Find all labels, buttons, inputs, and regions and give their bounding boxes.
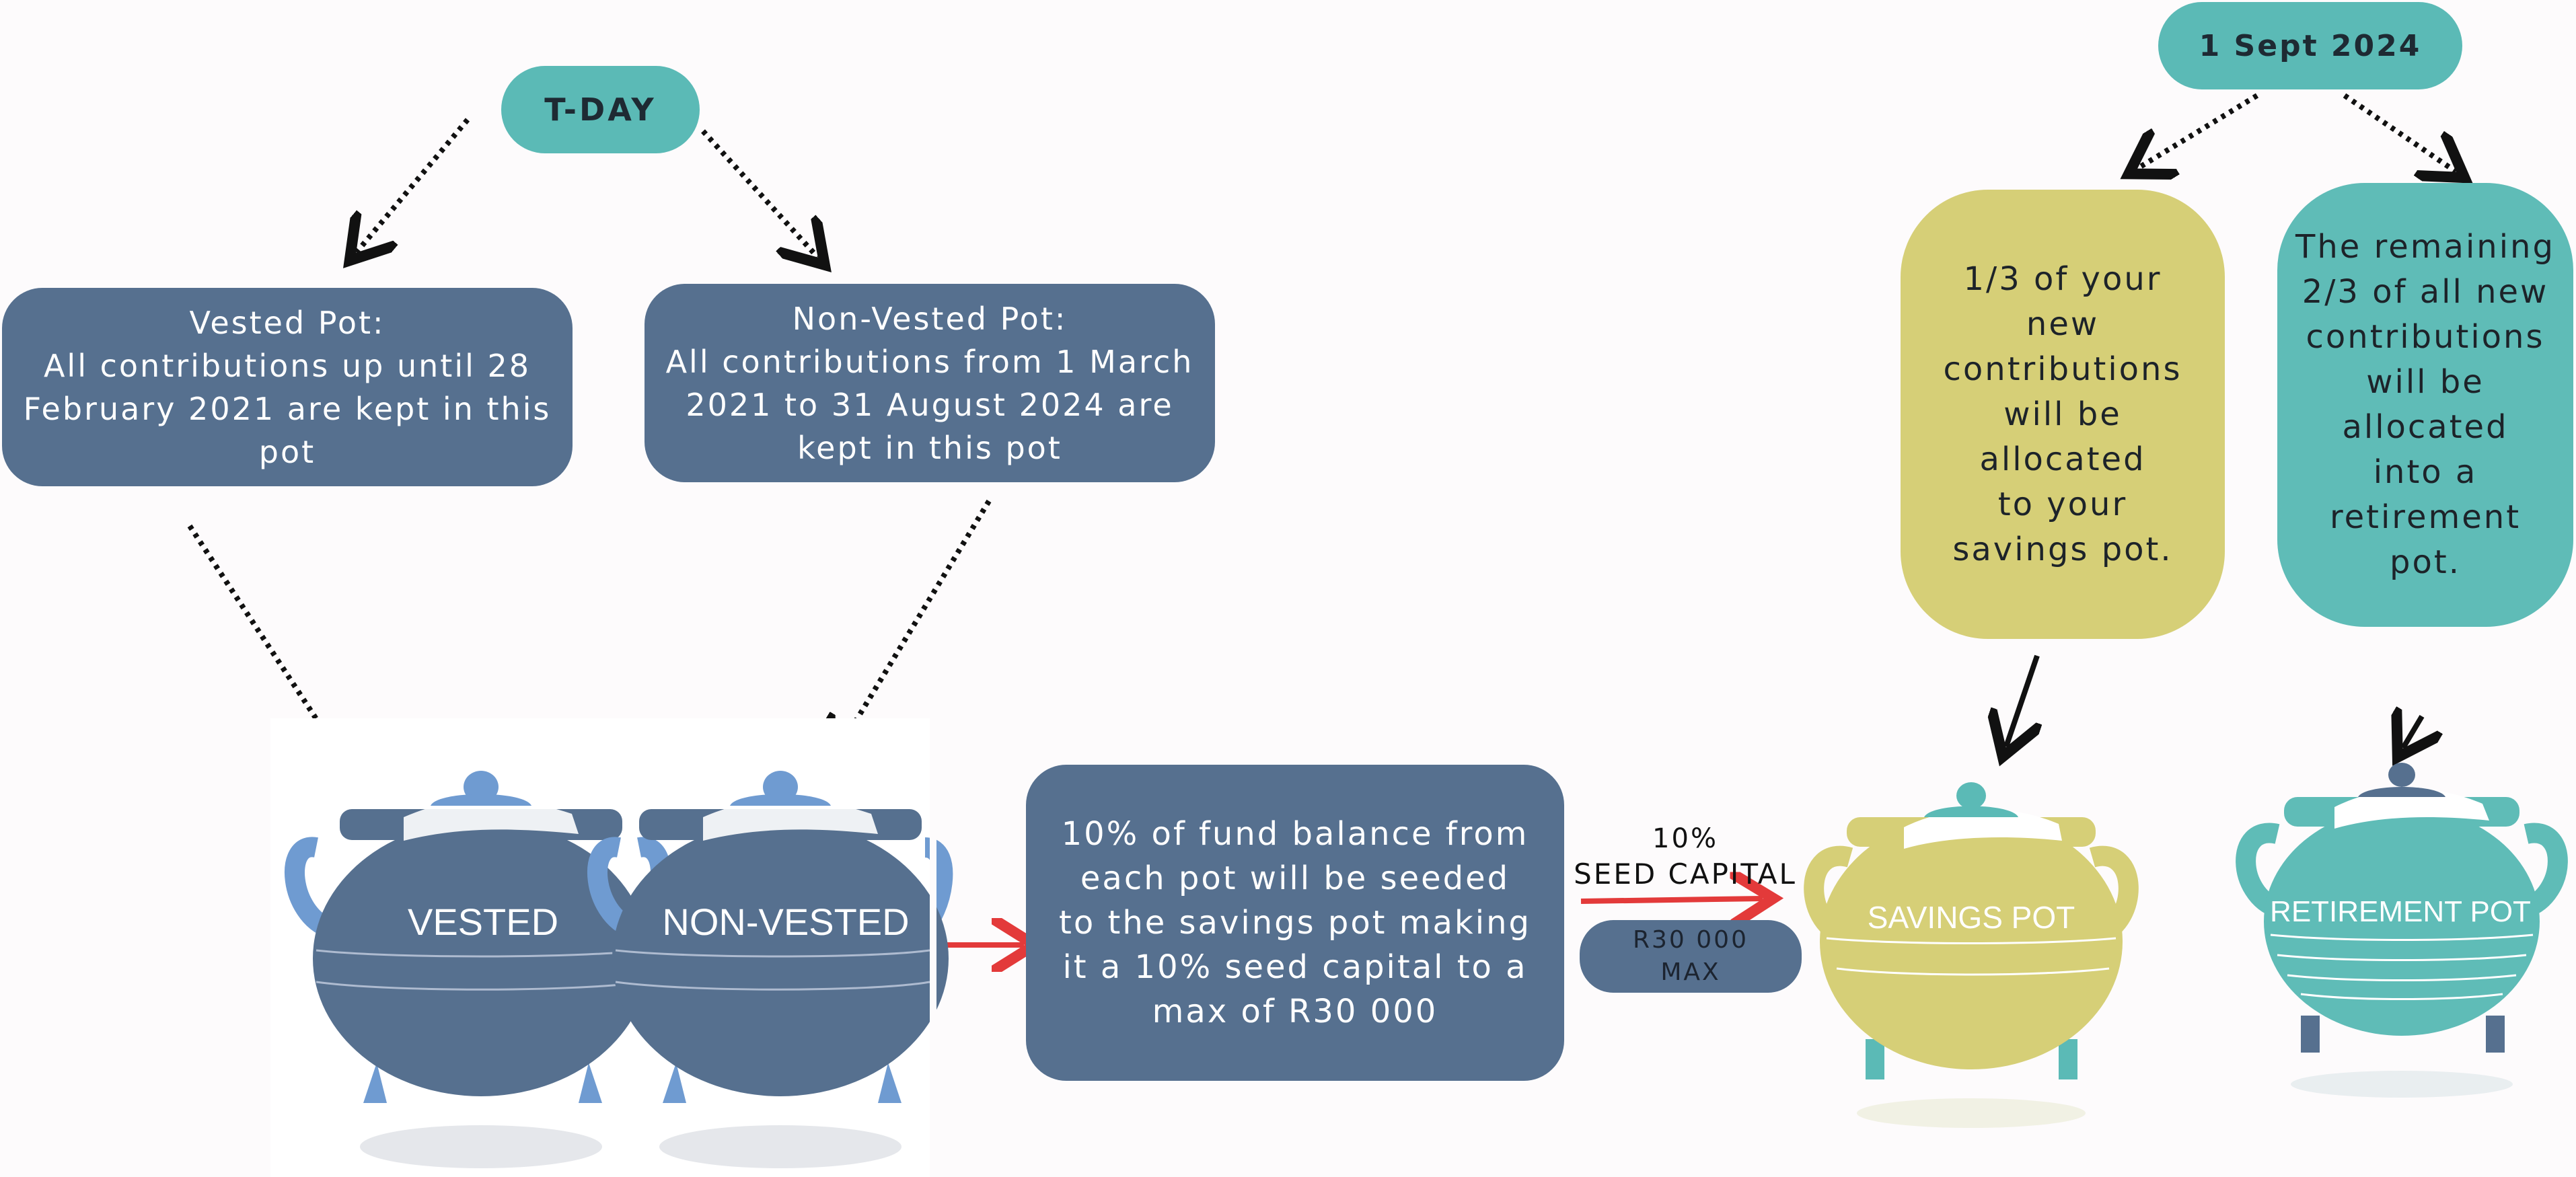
nonvested-pot-label: NON-VESTED: [662, 901, 909, 943]
retirement-box-line: into a: [2373, 453, 2478, 491]
retirement-box-line: 2/3 of all new: [2302, 273, 2549, 311]
retirement-box-line: will be: [2366, 363, 2485, 401]
t-day-label: T-DAY: [544, 91, 657, 128]
retirement-allocation-box: The remaining 2/3 of all new contributio…: [2277, 183, 2573, 627]
savings-pot-label: SAVINGS POT: [1868, 900, 2075, 935]
tday-to-nonvested-arrow: [701, 129, 817, 257]
vested-pot-box: Vested Pot: All contributions up until 2…: [2, 288, 573, 486]
retirement-box-line: contributions: [2306, 318, 2545, 356]
nonvested-box-line: kept in this pot: [797, 429, 1062, 466]
savings-allocation-box: 1/3 of your new contributions will be al…: [1901, 190, 2225, 639]
sept-2024-pill: 1 Sept 2024: [2158, 2, 2462, 89]
seed-box-line: each pot will be seeded: [1080, 860, 1510, 897]
tday-to-vested-arrow: [357, 118, 470, 252]
savings-box-line: savings pot.: [1952, 530, 2173, 568]
nonvested-pot: NON-VESTED: [587, 771, 953, 1168]
t-day-pill: T-DAY: [501, 66, 700, 153]
seed-box-line: max of R30 000: [1152, 993, 1438, 1030]
retirement-pot-label: RETIREMENT POT: [2270, 895, 2531, 928]
max-amount-suffix: MAX: [1660, 958, 1721, 986]
savings-box-line: contributions: [1943, 350, 2182, 388]
savings-box-line: will be: [2003, 395, 2122, 433]
savings-box-line: allocated: [1979, 440, 2146, 478]
retirement-box-line: retirement: [2329, 498, 2522, 536]
max-amount-pill: R30 000 MAX: [1580, 920, 1802, 993]
nonvested-box-line: All contributions from 1 March: [665, 343, 1194, 380]
vested-box-line: February 2021 are kept in this: [23, 390, 552, 427]
retirement-box-to-pot-arrow: [2403, 716, 2422, 748]
savings-box-line: new: [2026, 305, 2100, 343]
savings-box-line: 1/3 of your: [1963, 260, 2162, 298]
retirement-box-line: allocated: [2342, 408, 2509, 446]
nonvested-box-line: 2021 to 31 August 2024 are: [686, 386, 1174, 423]
seed-box-line: to the savings pot making: [1059, 904, 1531, 942]
savings-pot: SAVINGS POT: [1804, 782, 2139, 1128]
seed-to-savings-red-arrow: [1580, 899, 1763, 901]
vested-box-to-pot-arrow: [187, 524, 350, 770]
retirement-box-line: The remaining: [2295, 228, 2555, 266]
sept-2024-label: 1 Sept 2024: [2199, 28, 2422, 63]
savings-box-to-pot-arrow: [2006, 654, 2037, 747]
sept-to-retirement-arrow: [2343, 93, 2456, 172]
seed-capital-text: SEED CAPITAL: [1574, 858, 1797, 890]
seed-capital-label: 10% SEED CAPITAL: [1561, 822, 1810, 893]
seed-capital-pct: 10%: [1652, 823, 1718, 854]
nonvested-box-line: Non-Vested Pot:: [792, 300, 1068, 337]
retirement-pot: RETIREMENT POT: [2236, 763, 2568, 1098]
sept-to-savings-arrow: [2138, 93, 2259, 168]
vested-box-line: pot: [258, 433, 316, 470]
vested-pot-label: VESTED: [408, 901, 558, 943]
retirement-box-line: pot.: [2390, 543, 2461, 581]
vested-box-line: All contributions up until 28: [43, 347, 531, 384]
vested-box-line: Vested Pot:: [189, 304, 385, 341]
seed-capital-box: 10% of fund balance from each pot will b…: [1026, 765, 1564, 1081]
nonvested-pot-box: Non-Vested Pot: All contributions from 1…: [645, 284, 1215, 482]
savings-box-line: to your: [1997, 485, 2128, 523]
seed-box-line: it a 10% seed capital to a: [1062, 948, 1528, 986]
vested-pot: VESTED: [285, 771, 671, 1168]
max-amount-value: R30 000: [1633, 926, 1749, 954]
seed-box-line: 10% of fund balance from: [1061, 815, 1529, 853]
nonvested-box-to-pot-arrow: [836, 499, 992, 753]
